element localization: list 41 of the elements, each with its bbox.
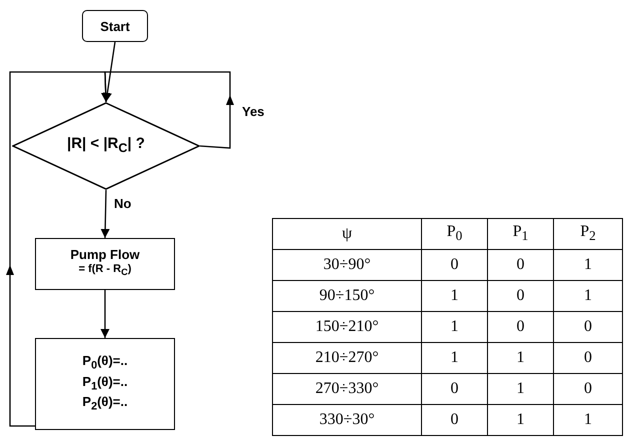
table-cell: 30÷90°	[272, 250, 422, 280]
edge-label: No	[112, 196, 134, 211]
table-cell: 0	[554, 374, 622, 404]
table-cell: 0	[554, 312, 622, 342]
table-cell: 1	[422, 280, 488, 312]
formula-text: P$_{2}$(θ)=..	[82, 394, 128, 415]
table-cell: 0	[554, 342, 622, 374]
table-cell: 0	[488, 312, 554, 342]
table-cell: 330÷30°	[272, 404, 422, 436]
table-cell: 0	[422, 374, 488, 404]
node-text: |R| < |R$_{C}$| ?	[67, 136, 145, 156]
table-cell: 1	[488, 374, 554, 404]
table-cell: 0	[488, 250, 554, 280]
node-text: Pump Flow	[70, 247, 140, 262]
node-text: Start	[100, 18, 130, 34]
process-box	[35, 238, 175, 290]
edge-label: Yes	[240, 104, 266, 119]
table-cell: 1	[554, 250, 622, 280]
header-cell: P$_{2}$	[554, 218, 622, 250]
table-cell: 1	[422, 312, 488, 342]
table-cell: 150÷210°	[272, 312, 422, 342]
table-cell: 1	[554, 280, 622, 312]
table-cell: 1	[488, 404, 554, 436]
table-cell: 1	[554, 404, 622, 436]
table-cell: 0	[488, 280, 554, 312]
formula-text: P$_{1}$(θ)=..	[82, 374, 128, 394]
table-cell: 90÷150°	[272, 280, 422, 312]
start-terminal	[82, 10, 148, 42]
process-box	[35, 338, 175, 430]
table-cell: 1	[422, 342, 488, 374]
table-cell: 0	[422, 404, 488, 436]
table-cell: 1	[488, 342, 554, 374]
table-cell: 270÷330°	[272, 374, 422, 404]
formula-text: = f(R - R$_{C}$)	[78, 262, 132, 280]
header-cell: P$_{0}$	[422, 218, 488, 250]
formula-text: P$_{0}$(θ)=..	[82, 353, 128, 374]
table-cell: 0	[422, 250, 488, 280]
table-cell: 210÷270°	[272, 342, 422, 374]
header-cell: ψ	[272, 218, 422, 250]
header-cell: P$_{1}$	[488, 218, 554, 250]
decision-diamond	[12, 102, 200, 190]
